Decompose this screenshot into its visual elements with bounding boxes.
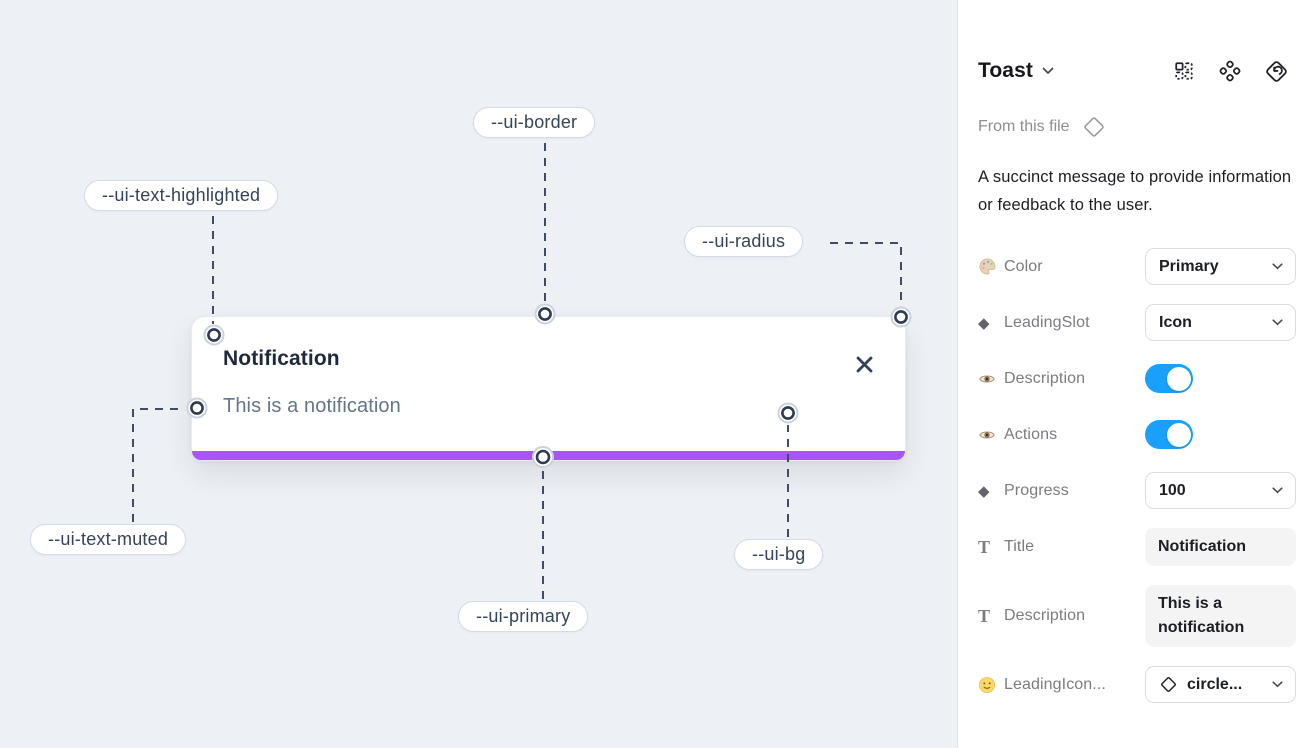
chevron-down-icon bbox=[1272, 319, 1283, 326]
chevron-down-icon bbox=[1272, 263, 1283, 270]
eye-icon bbox=[978, 426, 1004, 444]
source-label: From this file bbox=[978, 118, 1070, 135]
prop-row-description-text: T Description This is a notification bbox=[978, 585, 1296, 647]
instance-diamond-icon bbox=[1159, 675, 1178, 694]
chevron-down-icon bbox=[1272, 681, 1283, 688]
progress-select[interactable]: 100 bbox=[1145, 472, 1296, 509]
property-list: Color Primary ◆ LeadingSlot Icon bbox=[978, 248, 1296, 703]
toast-title: Notification bbox=[223, 347, 340, 370]
chevron-down-icon bbox=[1042, 67, 1054, 75]
css-var-pill-text-highlighted: --ui-text-highlighted bbox=[84, 180, 279, 211]
toast-close-button[interactable] bbox=[851, 351, 877, 377]
toggle-knob bbox=[1166, 366, 1191, 391]
panel-header: Toast bbox=[978, 56, 1296, 86]
component-diamond-icon bbox=[1081, 114, 1107, 140]
prop-label-description: Description bbox=[1004, 369, 1086, 387]
description-field[interactable]: This is a notification bbox=[1145, 585, 1296, 647]
prop-label-title: Title bbox=[1004, 538, 1035, 555]
diamond-icon: ◆ bbox=[978, 314, 990, 332]
css-var-pill-border: --ui-border bbox=[473, 107, 596, 138]
toast-progress-bar bbox=[192, 451, 905, 460]
prop-label-leadingslot: LeadingSlot bbox=[1004, 313, 1090, 331]
prop-row-description-toggle: Description bbox=[978, 360, 1296, 397]
chevron-down-icon bbox=[1272, 487, 1283, 494]
prop-label-description-text: Description bbox=[1004, 607, 1086, 624]
prop-row-actions-toggle: Actions bbox=[978, 416, 1296, 453]
prop-label-actions: Actions bbox=[1004, 425, 1058, 443]
instance-swap-button[interactable] bbox=[1173, 60, 1195, 82]
color-select[interactable]: Primary bbox=[1145, 248, 1296, 285]
title-field[interactable]: Notification bbox=[1145, 528, 1296, 566]
prop-row-leadingicon: LeadingIcon... circle... bbox=[978, 666, 1296, 703]
go-to-main-component-button[interactable] bbox=[1265, 60, 1288, 83]
leadingslot-select[interactable]: Icon bbox=[1145, 304, 1296, 341]
properties-panel: Toast bbox=[957, 0, 1312, 748]
components-icon bbox=[1219, 60, 1241, 82]
css-var-pill-radius: --ui-radius bbox=[684, 226, 804, 257]
connector-radius bbox=[830, 242, 902, 305]
text-icon: T bbox=[978, 536, 991, 557]
prop-row-title: T Title Notification bbox=[978, 528, 1296, 566]
source-row: From this file bbox=[978, 114, 1296, 140]
component-selector[interactable]: Toast bbox=[978, 59, 1054, 83]
description-toggle[interactable] bbox=[1145, 364, 1193, 393]
toast-description: This is a notification bbox=[223, 395, 401, 417]
actions-toggle[interactable] bbox=[1145, 420, 1193, 449]
component-library-button[interactable] bbox=[1219, 60, 1241, 82]
main-component-arrow-icon bbox=[1265, 60, 1288, 83]
prop-label-color: Color bbox=[1004, 257, 1043, 275]
prop-label-progress: Progress bbox=[1004, 481, 1069, 499]
eye-icon bbox=[978, 370, 1004, 388]
css-var-pill-bg: --ui-bg bbox=[734, 539, 824, 570]
diamond-icon: ◆ bbox=[978, 482, 990, 500]
toggle-knob bbox=[1166, 422, 1191, 447]
leadingicon-select[interactable]: circle... bbox=[1145, 666, 1296, 703]
text-icon: T bbox=[978, 605, 991, 626]
smiley-icon bbox=[978, 676, 1004, 694]
instance-grid-icon bbox=[1173, 60, 1195, 82]
palette-icon bbox=[978, 257, 1004, 276]
prop-label-leadingicon: LeadingIcon... bbox=[1004, 675, 1106, 693]
prop-row-progress: ◆ Progress 100 bbox=[978, 472, 1296, 509]
component-description: A succinct message to provide informatio… bbox=[978, 168, 1292, 214]
css-var-pill-text-muted: --ui-text-muted bbox=[30, 524, 187, 555]
component-name: Toast bbox=[978, 59, 1033, 82]
prop-row-leadingslot: ◆ LeadingSlot Icon bbox=[978, 304, 1296, 341]
canvas: Notification This is a notification --ui… bbox=[0, 0, 957, 748]
css-var-pill-primary: --ui-primary bbox=[458, 601, 589, 632]
prop-row-color: Color Primary bbox=[978, 248, 1296, 285]
close-icon bbox=[854, 354, 875, 375]
connector-text-muted bbox=[132, 408, 185, 522]
toast-preview: Notification This is a notification bbox=[191, 316, 906, 461]
